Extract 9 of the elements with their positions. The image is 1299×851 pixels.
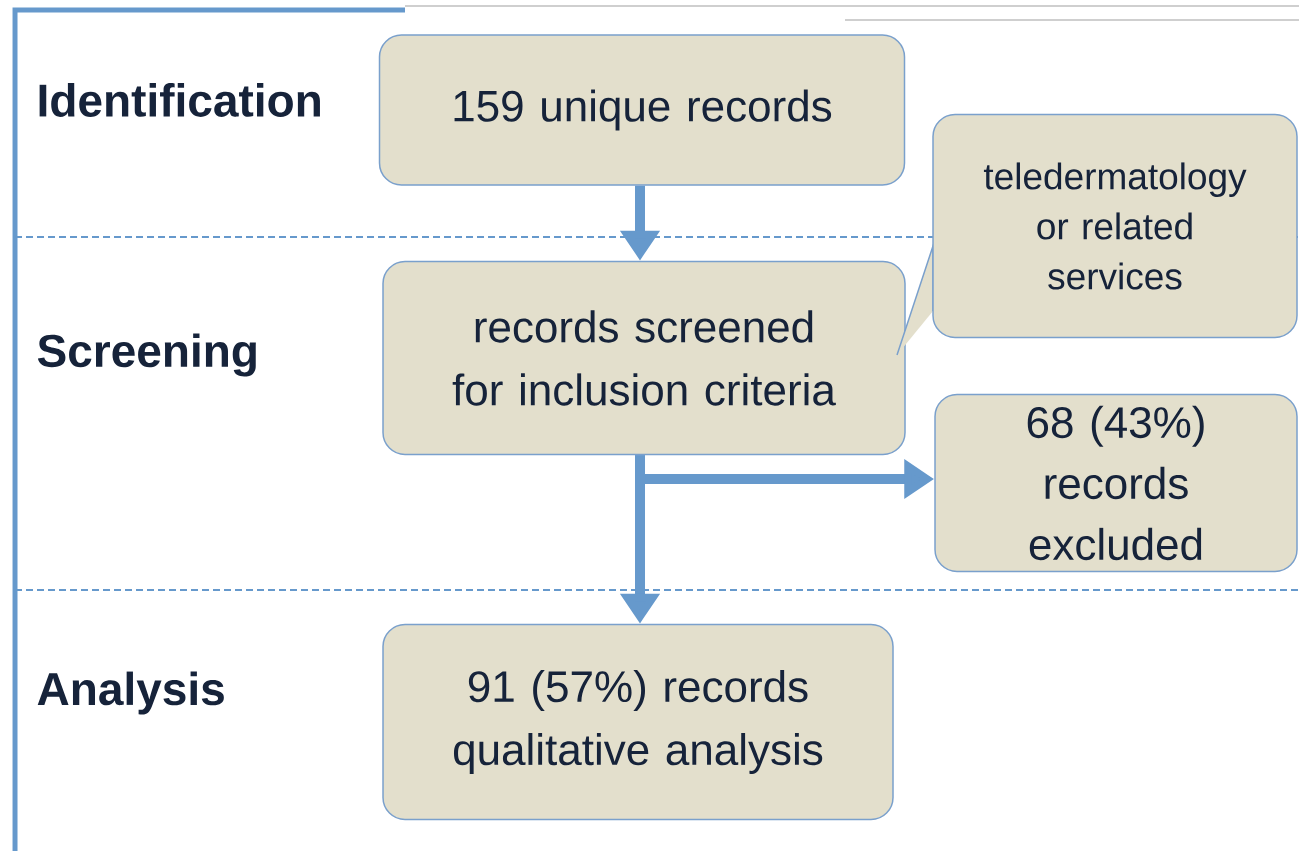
- stage-label: Identification: [39, 83, 320, 117]
- process-box: 68 (43%) records excluded: [934, 393, 1298, 573]
- process-box: 91 (57%) records qualitative analysis: [382, 623, 894, 821]
- stage-label: Screening: [37, 333, 256, 377]
- stage-label: Analysis: [37, 671, 224, 715]
- process-box: records screened for inclusion criteria: [382, 260, 906, 456]
- node-label: teledermatology or related services: [983, 162, 1247, 290]
- process-box: 159 unique records: [378, 34, 906, 186]
- callout-box: teledermatology or related services: [896, 113, 1298, 356]
